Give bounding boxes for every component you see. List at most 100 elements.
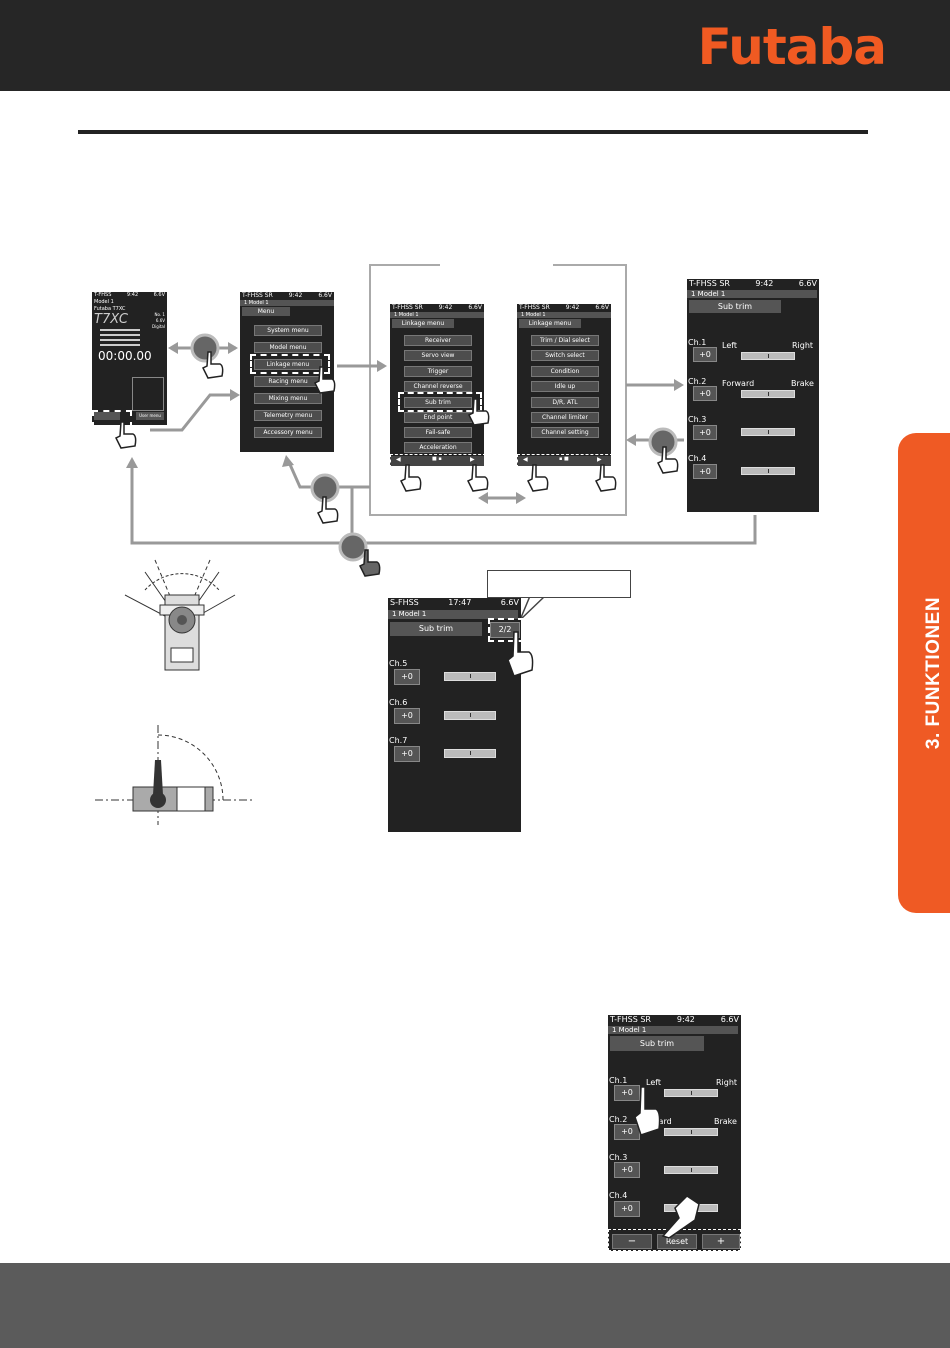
- screen-title: Sub trim: [390, 622, 482, 636]
- model-menu-button[interactable]: Model menu: [254, 342, 322, 353]
- trigger-button[interactable]: Trigger: [404, 366, 472, 377]
- channel-value[interactable]: +0: [614, 1162, 640, 1178]
- next-page-icon[interactable]: ▶: [470, 456, 475, 463]
- system-menu-button[interactable]: System menu: [254, 325, 322, 336]
- page-dots-icon: ■ ▪: [432, 456, 442, 462]
- hand-pointer-icon: [656, 446, 679, 474]
- channel-value[interactable]: +0: [693, 464, 717, 479]
- hand-pointer-icon: [661, 1195, 700, 1239]
- telemetry-box: [132, 377, 164, 411]
- page-indicator-button[interactable]: 2/2: [490, 622, 520, 638]
- direction-label: Right: [716, 1078, 738, 1087]
- highlight-frame: [250, 354, 330, 374]
- trim-slider[interactable]: [664, 1166, 718, 1174]
- channel-label: Ch.1: [609, 1076, 628, 1085]
- trim-slider[interactable]: [741, 390, 795, 398]
- channel-label: Ch.3: [609, 1153, 628, 1162]
- trim-slider[interactable]: [444, 711, 496, 720]
- model-bar: 1 Model 1: [390, 312, 484, 318]
- trim-slider[interactable]: [444, 672, 496, 681]
- t7xc-logo: T7XC: [94, 312, 128, 327]
- trim-slider[interactable]: [444, 749, 496, 758]
- end-point-button[interactable]: End point: [404, 412, 472, 423]
- servo-side-illustration: [95, 725, 255, 825]
- model-bar: 1 Model 1: [240, 300, 334, 306]
- timer-display[interactable]: 00:00.00: [98, 349, 152, 363]
- futaba-logo: Futaba: [697, 18, 887, 76]
- plus-button[interactable]: +: [702, 1234, 740, 1249]
- screen-title: Sub trim: [610, 1036, 704, 1051]
- hand-pointer-icon: [316, 496, 339, 524]
- trim-slider[interactable]: [741, 428, 795, 436]
- prev-page-icon[interactable]: ◀: [396, 456, 401, 463]
- trim-slider[interactable]: [664, 1128, 718, 1136]
- channel-value[interactable]: +0: [394, 669, 420, 685]
- channel-limiter-button[interactable]: Channel limiter: [531, 412, 599, 423]
- page-nav-bar: ◀ ▪ ■ ▶: [517, 456, 611, 466]
- callout-box: [487, 570, 631, 598]
- channel-value[interactable]: +0: [614, 1201, 640, 1217]
- screen-title: Linkage menu: [519, 319, 581, 328]
- mixing-menu-button[interactable]: Mixing menu: [254, 393, 322, 404]
- trim-bar: [100, 339, 140, 341]
- channel-reverse-button[interactable]: Channel reverse: [404, 381, 472, 392]
- screen-title: Linkage menu: [392, 319, 454, 328]
- user-menu-button[interactable]: User menu: [136, 412, 164, 420]
- highlight-frame: [517, 454, 613, 468]
- servo-angle-illustration: [124, 559, 236, 671]
- next-page-icon[interactable]: ▶: [597, 456, 602, 463]
- channel-value[interactable]: +0: [614, 1085, 640, 1101]
- section-rule: [78, 130, 868, 134]
- trim-slider[interactable]: [664, 1089, 718, 1097]
- sub-trim-button[interactable]: Sub trim: [404, 397, 472, 408]
- channel-setting-button[interactable]: Channel setting: [531, 427, 599, 438]
- accessory-menu-button[interactable]: Accessory menu: [254, 427, 322, 438]
- channel-value[interactable]: +0: [614, 1124, 640, 1140]
- trim-slider[interactable]: [741, 352, 795, 360]
- channel-value[interactable]: +0: [394, 746, 420, 762]
- channel-label: Ch.3: [688, 415, 707, 424]
- hand-pointer-icon: [399, 464, 422, 492]
- screen-title: Menu: [242, 307, 290, 316]
- channel-label: Ch.5: [389, 659, 408, 668]
- servo-view-button[interactable]: Servo view: [404, 350, 472, 361]
- channel-value[interactable]: +0: [693, 386, 717, 401]
- trim-slider[interactable]: [741, 467, 795, 475]
- minus-button[interactable]: −: [612, 1234, 652, 1249]
- highlight-frame: [398, 392, 482, 412]
- fail-safe-button[interactable]: Fail-safe: [404, 427, 472, 438]
- linkage-menu-button[interactable]: Linkage menu: [254, 359, 322, 370]
- highlight-frame: [390, 454, 486, 468]
- channel-label: Ch.2: [609, 1115, 628, 1124]
- telemetry-menu-button[interactable]: Telemetry menu: [254, 410, 322, 421]
- home-left-button[interactable]: [94, 412, 120, 420]
- dr-atl-button[interactable]: D/R, ATL: [531, 397, 599, 408]
- acceleration-button[interactable]: Acceleration: [404, 442, 472, 453]
- hand-pointer-icon: [358, 549, 381, 577]
- channel-value[interactable]: +0: [693, 425, 717, 440]
- trim-bar: [100, 334, 140, 336]
- direction-label: Right: [792, 341, 814, 350]
- trim-bar: [100, 344, 140, 346]
- screen-title: Sub trim: [689, 300, 781, 313]
- channel-value[interactable]: +0: [693, 347, 717, 362]
- channel-value[interactable]: +0: [394, 708, 420, 724]
- idle-up-button[interactable]: Idle up: [531, 381, 599, 392]
- switch-select-button[interactable]: Switch select: [531, 350, 599, 361]
- trim-dial-select-button[interactable]: Trim / Dial select: [531, 335, 599, 346]
- channel-label: Ch.7: [389, 736, 408, 745]
- receiver-button[interactable]: Receiver: [404, 335, 472, 346]
- page-footer: [0, 1263, 950, 1348]
- highlight-frame: [488, 618, 524, 642]
- channel-label: Ch.4: [688, 454, 707, 463]
- condition-button[interactable]: Condition: [531, 366, 599, 377]
- chapter-tab[interactable]: 3. FUNKTIONEN: [898, 433, 950, 913]
- channel-label: Ch.1: [688, 338, 707, 347]
- channel-label: Ch.2: [688, 377, 707, 386]
- prev-page-icon[interactable]: ◀: [523, 456, 528, 463]
